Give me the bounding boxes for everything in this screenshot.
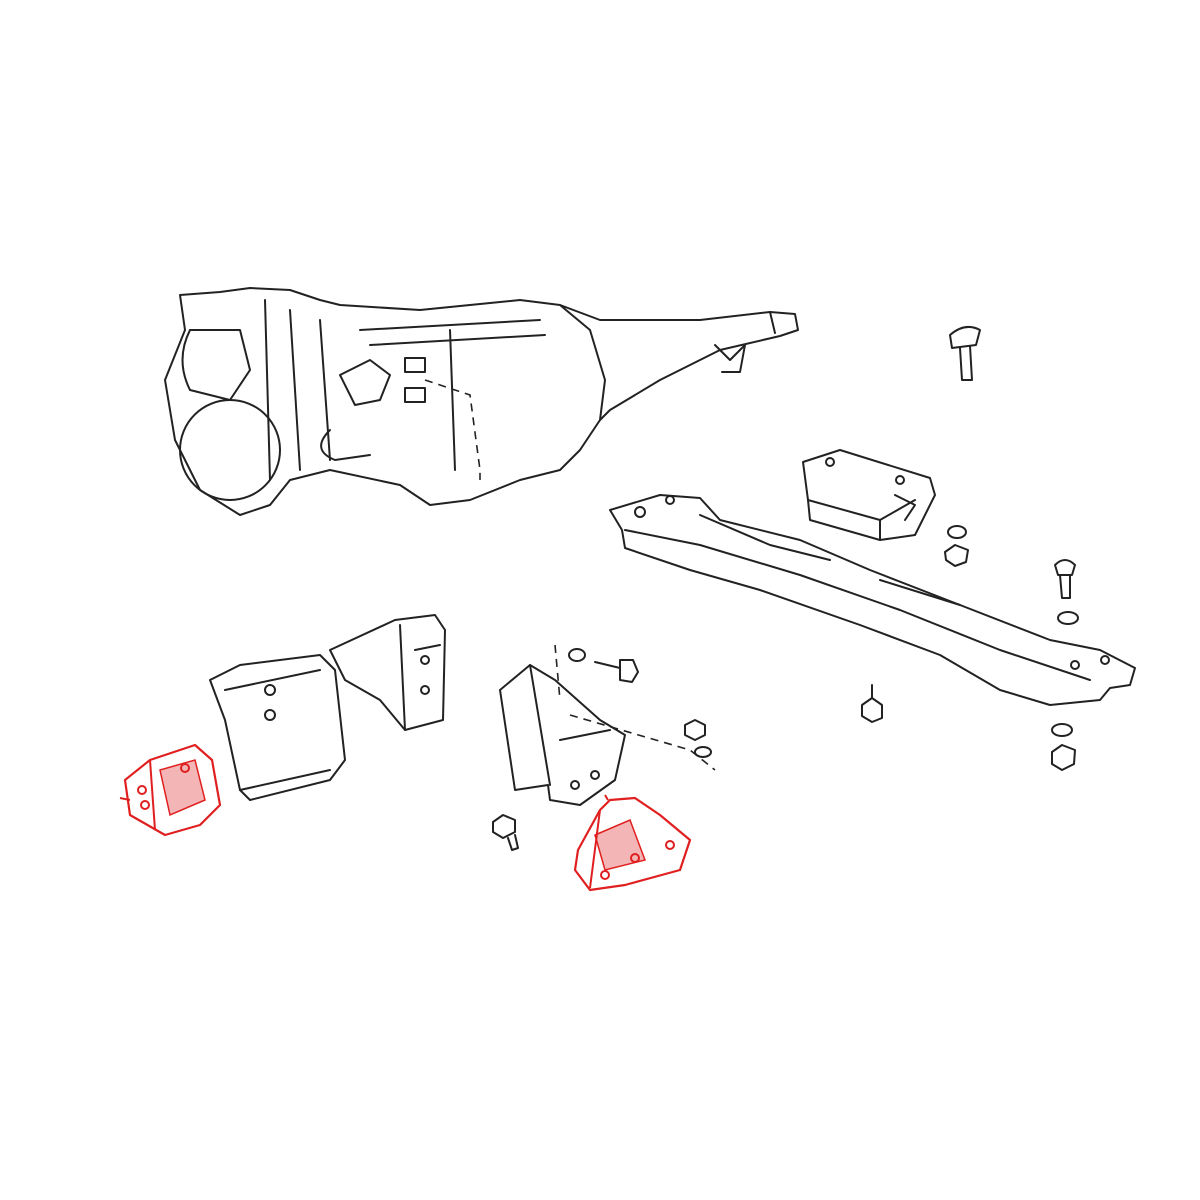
washer-nut-stack-lower bbox=[1051, 723, 1076, 771]
washer-nut-stack-upper bbox=[944, 525, 969, 567]
right-motor-mount-highlighted bbox=[573, 794, 692, 892]
bolt-lower-left bbox=[492, 814, 519, 851]
bracket-nut-washer bbox=[684, 719, 712, 758]
left-motor-mount-highlighted bbox=[119, 743, 222, 837]
engine-block bbox=[164, 287, 606, 516]
crossmember bbox=[609, 494, 1136, 706]
right-engine-bracket bbox=[499, 644, 716, 806]
transmission-mount bbox=[802, 449, 936, 541]
left-engine-bracket bbox=[329, 614, 446, 731]
bolt-right bbox=[1054, 559, 1079, 625]
transmission bbox=[559, 304, 799, 421]
top-bolt bbox=[949, 325, 981, 381]
left-heat-shield bbox=[209, 654, 346, 801]
bracket-bolt-washer bbox=[568, 648, 639, 683]
stud-nut-center bbox=[861, 684, 883, 723]
